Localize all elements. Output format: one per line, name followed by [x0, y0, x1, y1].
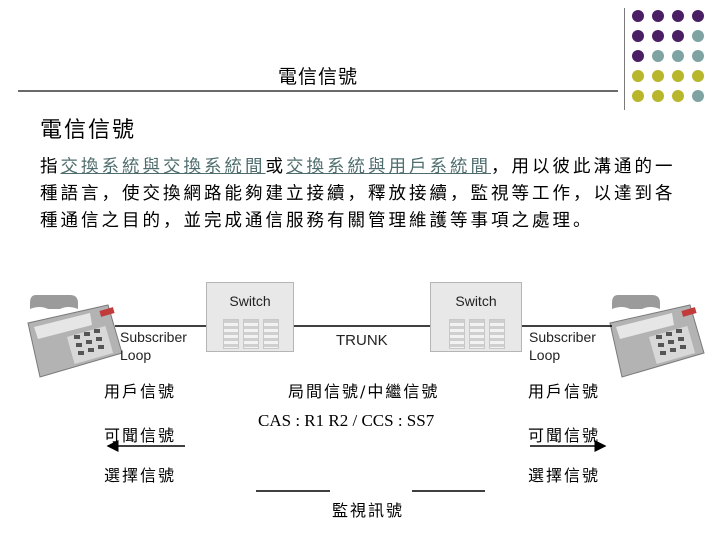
telephone-icon — [610, 295, 704, 377]
right-audible-signal: 可聞信號 — [528, 422, 600, 446]
subscriber-loop-left-label: Subscriber Loop — [120, 328, 187, 364]
switch-icon — [489, 319, 505, 349]
switch-icon — [449, 319, 465, 349]
left-audible-signal: 可聞信號 — [104, 422, 176, 446]
left-selection-signal: 選擇信號 — [104, 462, 176, 486]
switch-left-label: Switch — [207, 293, 293, 309]
switch-left: Switch — [206, 282, 294, 352]
switch-icon — [243, 319, 259, 349]
switch-right: Switch — [430, 282, 522, 352]
supervision-signal: 監視訊號 — [332, 497, 404, 521]
left-subscriber-signal: 用戶信號 — [104, 378, 176, 402]
switch-right-label: Switch — [431, 293, 521, 309]
subscriber-loop-right-label: Subscriber Loop — [529, 328, 596, 364]
right-subscriber-signal: 用戶信號 — [528, 378, 600, 402]
interoffice-signal: 局間信號/中繼信號 — [288, 378, 439, 402]
trunk-label: TRUNK — [336, 332, 388, 350]
switch-icon — [223, 319, 239, 349]
cas-ccs-label: CAS : R1 R2 / CCS : SS7 — [258, 411, 434, 431]
switch-icon — [469, 319, 485, 349]
telephone-icon — [28, 295, 122, 377]
switch-icon — [263, 319, 279, 349]
right-selection-signal: 選擇信號 — [528, 462, 600, 486]
